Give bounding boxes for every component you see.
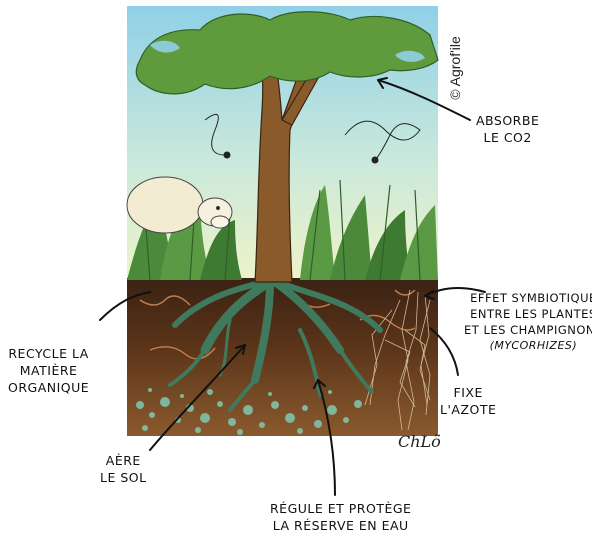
tree-canopy (135, 11, 439, 95)
copyright-notice: © Agrof'ile (447, 36, 463, 100)
soil-life (139, 289, 416, 360)
soil (127, 278, 438, 436)
artist-signature: ChLö (398, 432, 441, 451)
sky-patches (150, 40, 425, 62)
annotation-arrows (99, 77, 486, 496)
mycorrhizae (364, 289, 431, 431)
insects (204, 113, 421, 164)
tree-roots (168, 277, 383, 412)
water-reserve (136, 388, 362, 435)
sheep (126, 176, 233, 234)
